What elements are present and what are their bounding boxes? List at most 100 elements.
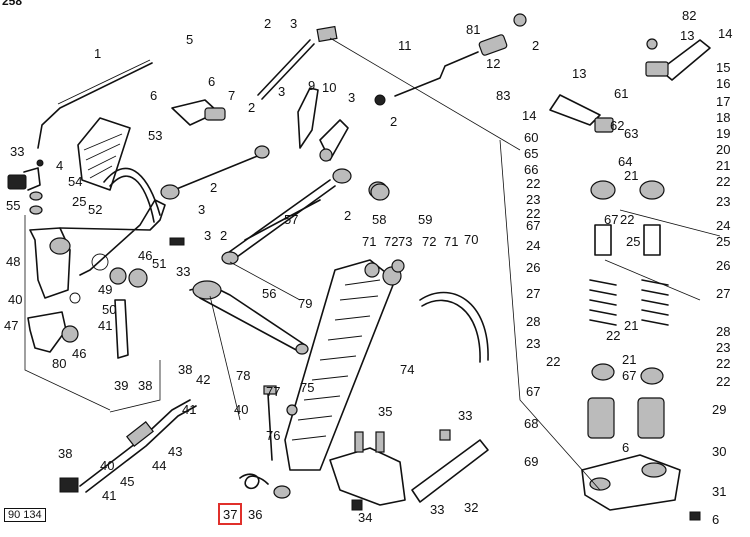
leader-lines xyxy=(24,37,721,491)
callout-label: 38 xyxy=(178,362,192,377)
callout-label: 80 xyxy=(52,356,66,371)
callout-label: 41 xyxy=(98,318,112,333)
callout-label: 56 xyxy=(262,286,276,301)
hardware-parts-71-73 xyxy=(364,259,405,286)
callout-labels: 1 2 3 5 6 6 7 2 3 9 10 3 2 11 81 2 12 82… xyxy=(4,8,732,527)
callout-label: 50 xyxy=(102,302,116,317)
callout-label: 35 xyxy=(378,404,392,419)
rod-part-11 xyxy=(394,13,527,97)
callout-label: 13 xyxy=(572,66,586,81)
callout-label: 7 xyxy=(228,88,235,103)
callout-label: 13 xyxy=(680,28,694,43)
callout-label: 21 xyxy=(624,168,638,183)
callout-label: 55 xyxy=(6,198,20,213)
callout-label: 44 xyxy=(152,458,166,473)
callout-label: 23 xyxy=(526,192,540,207)
callout-label: 4 xyxy=(56,158,63,173)
callout-label: 27 xyxy=(716,286,730,301)
callout-label: 37 xyxy=(223,507,237,522)
callout-label: 30 xyxy=(712,444,726,459)
callout-label: 33 xyxy=(458,408,472,423)
callout-label: 28 xyxy=(716,324,730,339)
spring-part-37 xyxy=(239,473,291,499)
callout-label: 28 xyxy=(526,314,540,329)
callout-label: 59 xyxy=(418,212,432,227)
callout-label: 15 xyxy=(716,60,730,75)
callout-label: 46 xyxy=(138,248,152,263)
callout-label: 3 xyxy=(278,84,285,99)
callout-label: 23 xyxy=(716,340,730,355)
valve-assembly-right xyxy=(549,38,711,521)
callout-label: 22 xyxy=(526,206,540,221)
callout-label: 72 xyxy=(422,234,436,249)
callout-label: 2 xyxy=(532,38,539,53)
callout-label: 33 xyxy=(10,144,24,159)
bar-part-32 xyxy=(411,429,489,503)
callout-label: 53 xyxy=(148,128,162,143)
callout-label: 67 xyxy=(526,218,540,233)
callout-label: 68 xyxy=(524,416,538,431)
callout-label: 29 xyxy=(712,402,726,417)
callout-label: 58 xyxy=(372,212,386,227)
callout-label: 2 xyxy=(264,16,271,31)
callout-label: 22 xyxy=(620,212,634,227)
callout-label: 57 xyxy=(284,212,298,227)
callout-label: 22 xyxy=(716,174,730,189)
callout-label: 73 xyxy=(398,234,412,249)
pedal-pad-part-74 xyxy=(284,259,396,471)
callout-label: 78 xyxy=(236,368,250,383)
callout-label: 22 xyxy=(716,374,730,389)
callout-label: 2 xyxy=(220,228,227,243)
callout-label: 48 xyxy=(6,254,20,269)
callout-label: 79 xyxy=(298,296,312,311)
callout-label: 77 xyxy=(266,384,280,399)
curved-rod-part-70 xyxy=(419,291,489,363)
callout-label: 67 xyxy=(604,212,618,227)
callout-label: 41 xyxy=(102,488,116,503)
callout-label: 25 xyxy=(716,234,730,249)
callout-label: 25 xyxy=(626,234,640,249)
callout-label: 23 xyxy=(716,194,730,209)
callout-label: 74 xyxy=(400,362,414,377)
callout-label: 83 xyxy=(496,88,510,103)
callout-label: 3 xyxy=(290,16,297,31)
callout-label: 82 xyxy=(682,8,696,23)
callout-label: 33 xyxy=(176,264,190,279)
callout-label: 17 xyxy=(716,94,730,109)
callout-label: 19 xyxy=(716,126,730,141)
callout-label: 62 xyxy=(610,118,624,133)
callout-label: 3 xyxy=(204,228,211,243)
bracket-part-7 xyxy=(171,99,226,126)
callout-label: 2 xyxy=(248,100,255,115)
callout-label: 32 xyxy=(464,500,478,515)
callout-label: 75 xyxy=(300,380,314,395)
callout-label: 9 xyxy=(308,78,315,93)
callout-label: 11 xyxy=(398,38,412,53)
callout-label: 81 xyxy=(466,22,480,37)
rod-part-1 xyxy=(37,59,153,149)
rod-parts-43-45 xyxy=(59,399,197,493)
callout-label: 22 xyxy=(526,176,540,191)
callout-label: 69 xyxy=(524,454,538,469)
callout-label: 71 xyxy=(444,234,458,249)
lever-arm-part-52 xyxy=(29,199,185,299)
rod-part-56 xyxy=(189,280,309,355)
callout-label: 65 xyxy=(524,146,538,161)
callout-label: 31 xyxy=(712,484,726,499)
callout-label: 66 xyxy=(524,162,538,177)
callout-label: 5 xyxy=(186,32,193,47)
highlighted-callout-box xyxy=(218,503,242,525)
callout-label: 16 xyxy=(716,76,730,91)
callout-label: 22 xyxy=(606,328,620,343)
callout-label: 72 xyxy=(384,234,398,249)
callout-label: 43 xyxy=(168,444,182,459)
callout-label: 26 xyxy=(526,260,540,275)
callout-label: 71 xyxy=(362,234,376,249)
callout-label: 10 xyxy=(322,80,336,95)
callout-label: 22 xyxy=(716,356,730,371)
callout-label: 12 xyxy=(486,56,500,71)
callout-label: 2 xyxy=(344,208,351,223)
callout-label: 63 xyxy=(624,126,638,141)
